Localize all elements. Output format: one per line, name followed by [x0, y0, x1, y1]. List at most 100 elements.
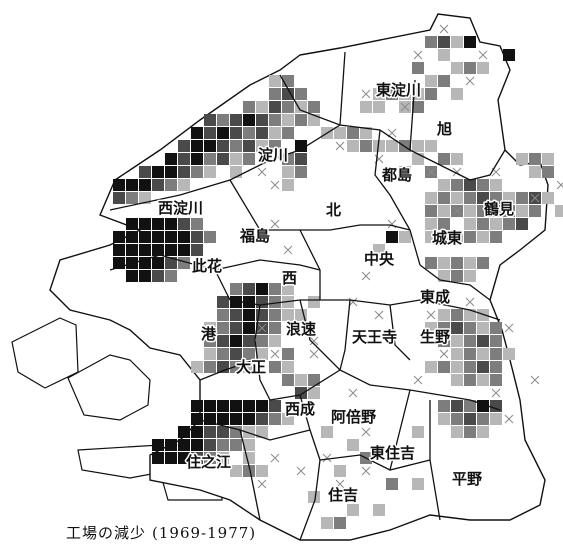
map-cell [438, 231, 450, 243]
map-cell [126, 218, 138, 230]
map-cell [321, 426, 333, 438]
map-cell [347, 140, 359, 152]
map-cell [464, 400, 476, 412]
map-cell [126, 244, 138, 256]
cross-mark [413, 375, 423, 385]
ward-label-minato: 港 [201, 325, 217, 343]
map-cell [373, 101, 385, 113]
map-cell [347, 127, 359, 139]
map-cell [451, 62, 463, 74]
map-cell [503, 49, 515, 61]
map-cell [217, 335, 229, 347]
map-cell [438, 75, 450, 87]
map-cell [464, 62, 476, 74]
map-cell [490, 322, 502, 334]
map-cell [243, 283, 255, 295]
decrease-cells [113, 24, 563, 529]
map-cell [256, 335, 268, 347]
map-cell [126, 270, 138, 282]
map-cell [243, 465, 255, 477]
map-cell [113, 179, 125, 191]
map-cell [126, 231, 138, 243]
ward-label-miyakojima: 都島 [381, 166, 412, 184]
ward-label-ikuno: 生野 [420, 328, 450, 346]
map-cell [178, 231, 190, 243]
cross-mark [491, 388, 501, 398]
map-cell [178, 244, 190, 256]
map-cell [464, 413, 476, 425]
map-cell [425, 192, 437, 204]
map-cell [230, 426, 242, 438]
map-cell [243, 413, 255, 425]
map-cell [490, 205, 502, 217]
map-cell [451, 413, 463, 425]
map-cell [139, 231, 151, 243]
cross-mark [556, 180, 563, 190]
map-cell [243, 101, 255, 113]
map-cell [178, 166, 190, 178]
map-cell [165, 439, 177, 451]
map-cell [191, 400, 203, 412]
map-cell [269, 361, 281, 373]
ward-label-tennoji: 天王寺 [352, 328, 397, 346]
map-cell [217, 296, 229, 308]
map-cell [412, 88, 424, 100]
map-cell [464, 36, 476, 48]
map-cell [347, 439, 359, 451]
map-cell [191, 166, 203, 178]
map-cell [152, 439, 164, 451]
map-cell [178, 179, 190, 191]
map-cell [438, 36, 450, 48]
map-cell [126, 192, 138, 204]
map-cell [165, 244, 177, 256]
map-cell [451, 36, 463, 48]
map-cell [217, 439, 229, 451]
map-cell [438, 335, 450, 347]
map-cell [139, 179, 151, 191]
map-cell [295, 374, 307, 386]
map-cell [269, 75, 281, 87]
map-cell [113, 244, 125, 256]
ward-label-tsurumi: 鶴見 [484, 200, 514, 218]
map-cell [256, 140, 268, 152]
map-cell [243, 439, 255, 451]
map-cell [438, 322, 450, 334]
map-cell [230, 439, 242, 451]
map-cell [282, 374, 294, 386]
cross-mark [270, 219, 280, 229]
cross-mark [322, 453, 332, 463]
cross-mark [361, 271, 371, 281]
map-cell [165, 231, 177, 243]
map-cell [217, 127, 229, 139]
map-cell [282, 348, 294, 360]
map-cell [243, 452, 255, 464]
map-cell [373, 244, 385, 256]
map-cell [451, 88, 463, 100]
map-cell [282, 179, 294, 191]
map-cell [425, 75, 437, 87]
map-cell [438, 270, 450, 282]
ward-label-higashisumiyoshi: 東住吉 [370, 444, 415, 462]
map-cell [243, 296, 255, 308]
map-cell [373, 140, 385, 152]
ward-label-abeno: 阿倍野 [331, 408, 376, 426]
map-cell [347, 504, 359, 516]
map-cell [230, 140, 242, 152]
map-cell [230, 322, 242, 334]
map-cell [451, 361, 463, 373]
map-cell [256, 465, 268, 477]
cross-mark [348, 388, 358, 398]
cross-mark [400, 102, 410, 112]
map-cell [152, 179, 164, 191]
map-cell [477, 205, 489, 217]
map-cell [217, 348, 229, 360]
ward-label-konohana: 此花 [192, 257, 222, 275]
map-cell [295, 153, 307, 165]
cross-mark [361, 427, 371, 437]
ward-label-asahi: 旭 [436, 120, 452, 138]
map-cell [503, 348, 515, 360]
ward-label-naniwa: 浪速 [286, 320, 316, 338]
map-cell [152, 270, 164, 282]
cross-mark [465, 76, 475, 86]
map-cell [464, 192, 476, 204]
